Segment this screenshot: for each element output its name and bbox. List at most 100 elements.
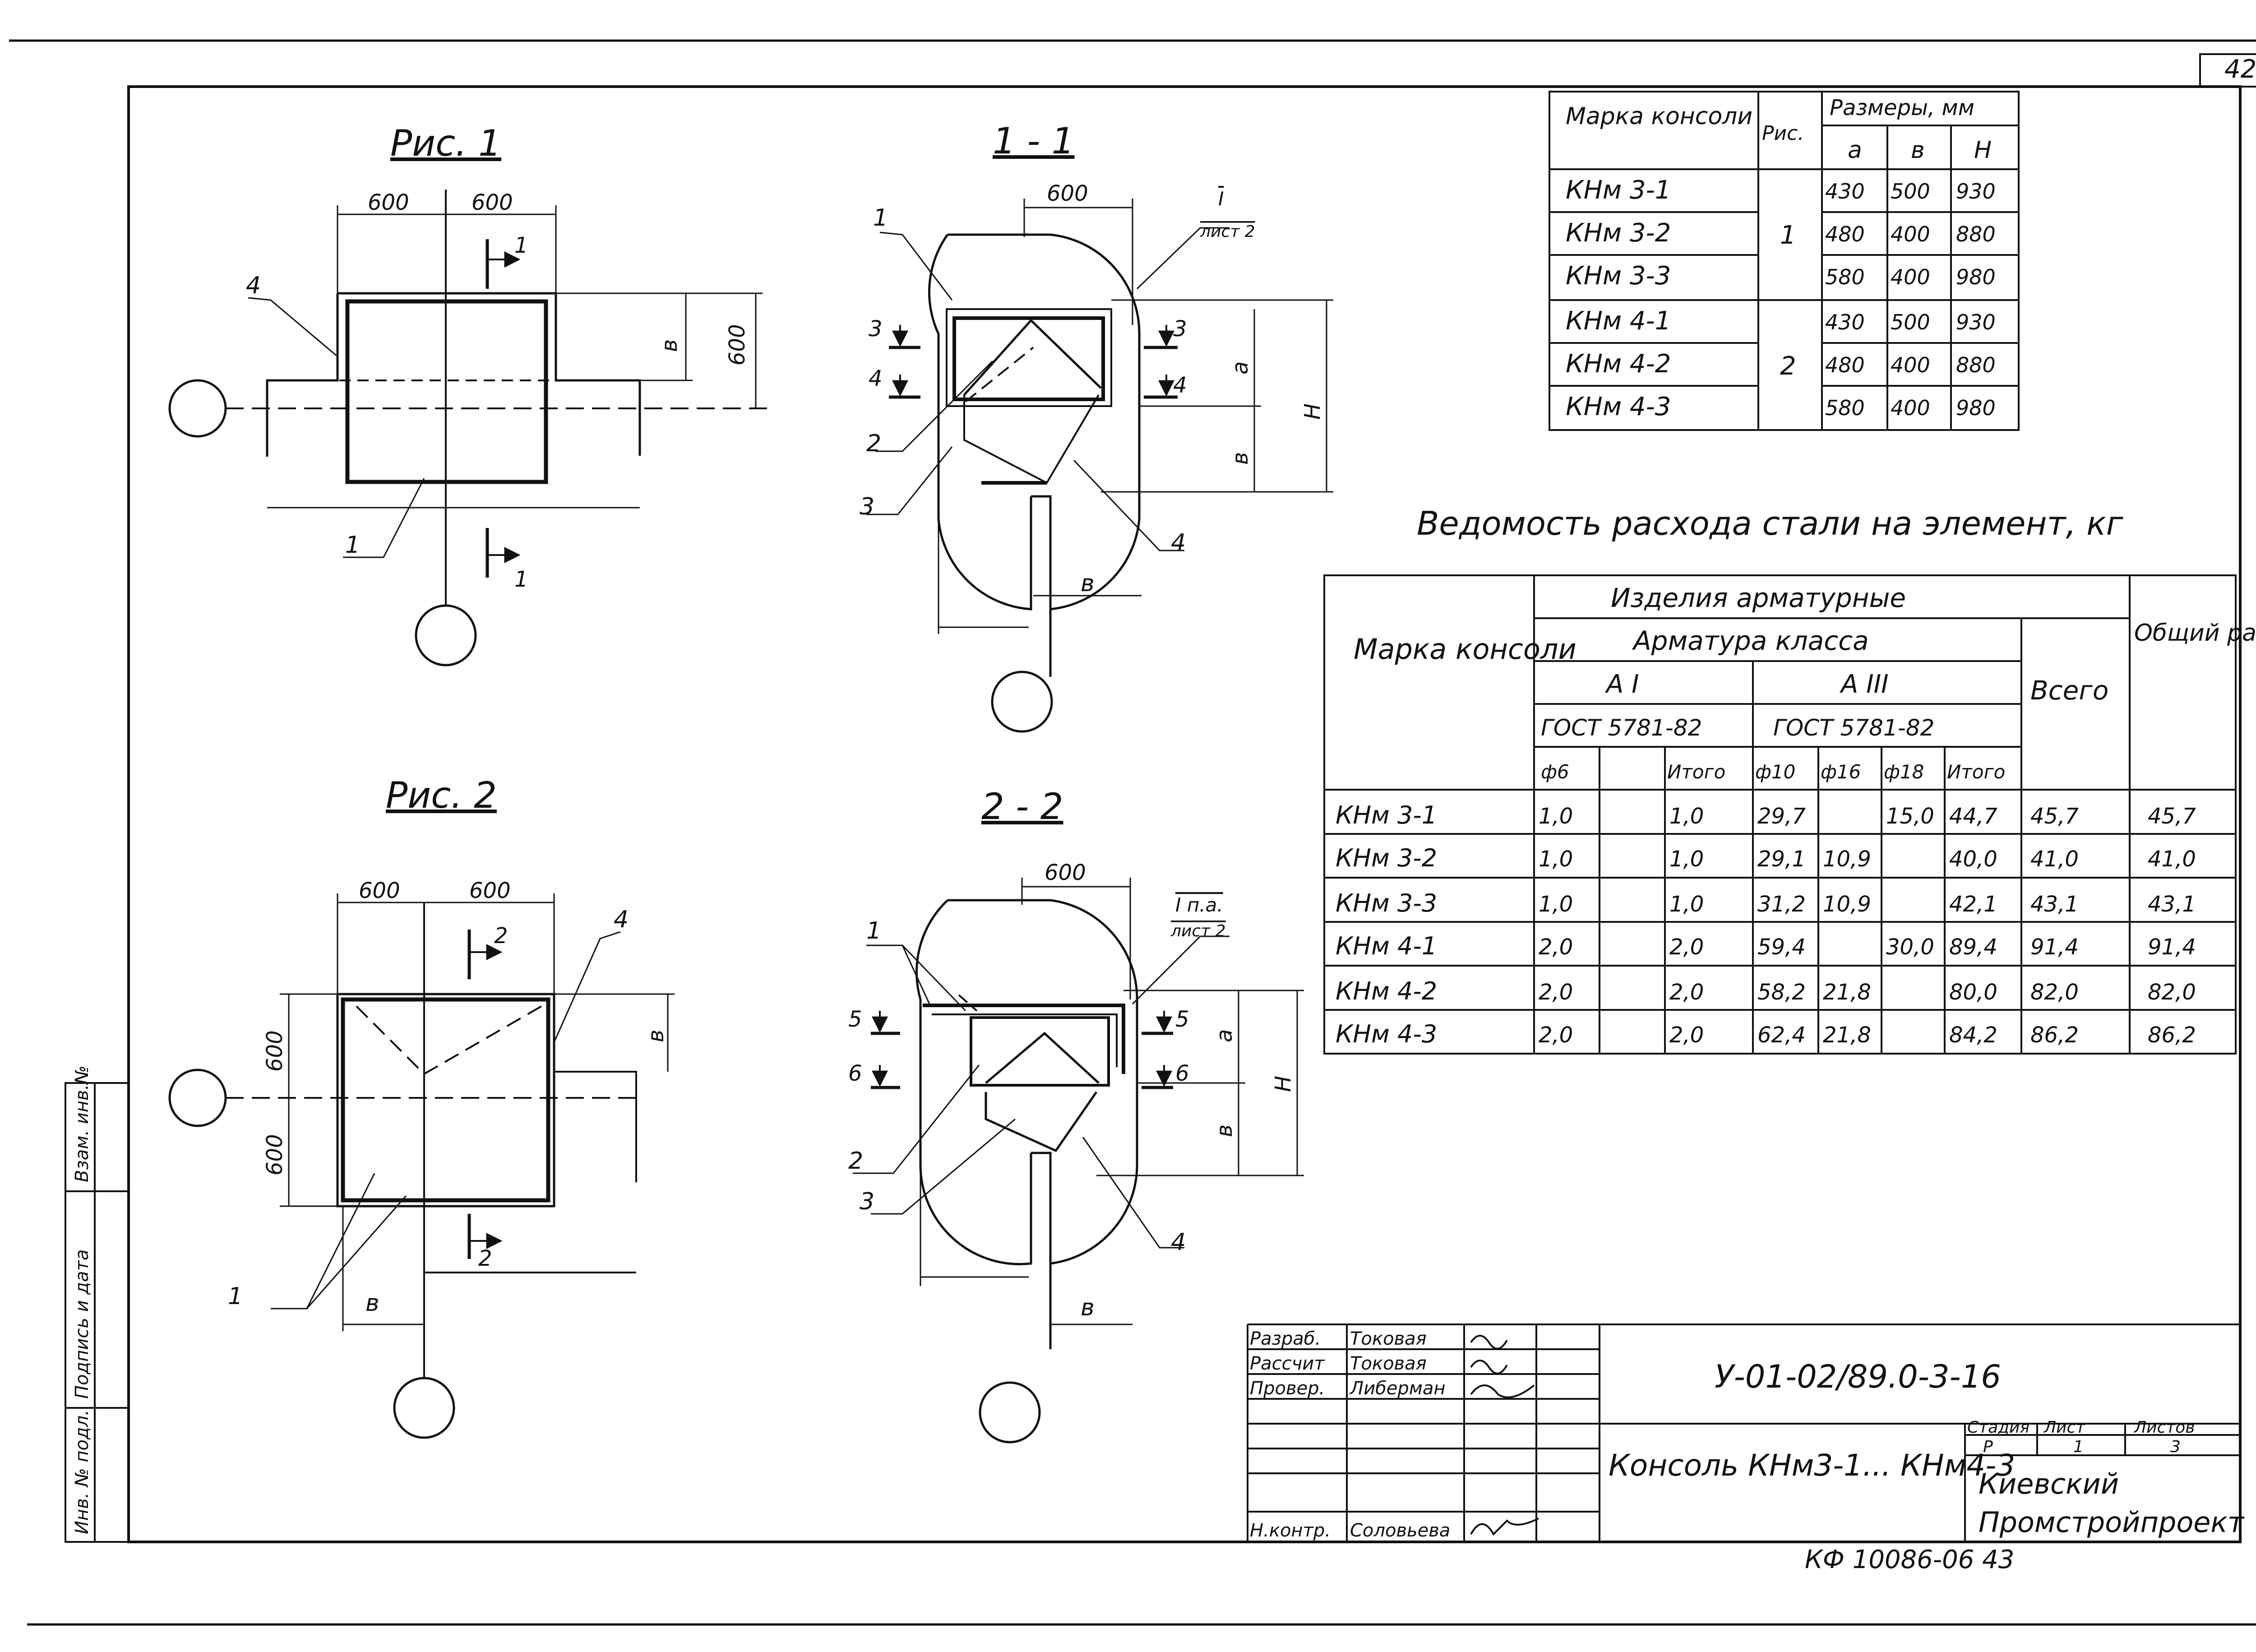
stamp-doc-code: У-01-02/89.0-3-16 xyxy=(1715,1358,2001,1395)
steel-table-cell: 43,1 xyxy=(2148,892,2196,917)
section-1-1-cut-left-bottom: 4 xyxy=(869,366,883,391)
steel-table-header-total: Всего xyxy=(2030,675,2108,706)
steel-table-caption: Ведомость расхода стали на элемент, кг xyxy=(1417,504,2124,542)
dims-table-cell-mark: КНм 4-3 xyxy=(1566,392,1671,421)
steel-table-cell: 44,7 xyxy=(1949,804,1997,829)
steel-table-subheader: ф18 xyxy=(1884,761,1924,783)
dims-table-cell-a: 480 xyxy=(1825,353,1865,377)
stamp-org-line1: Киевский xyxy=(1979,1467,2119,1500)
steel-table-cell: 91,4 xyxy=(2148,935,2196,960)
sheet-archive-number: КФ 10086-06 43 xyxy=(1805,1545,2014,1574)
steel-table-cell-mark: КНм 3-3 xyxy=(1336,889,1437,917)
steel-table-cell: 86,2 xyxy=(2030,1023,2079,1048)
stamp-role-developed: Разраб. xyxy=(1250,1328,1321,1349)
margin-label-signature: Подпись и дата xyxy=(72,1249,92,1399)
dims-table-cell-mark: КНм 4-2 xyxy=(1566,349,1671,379)
steel-table-cell: 42,1 xyxy=(1949,892,1997,917)
dims-table-header-fig: Рис. xyxy=(1762,122,1804,145)
steel-table-cell: 41,0 xyxy=(2030,847,2079,872)
steel-table-cell: 86,2 xyxy=(2148,1023,2196,1048)
steel-table-cell: 31,2 xyxy=(1757,892,1806,917)
fig2-callout-4: 4 xyxy=(614,906,629,933)
steel-table-cell: 58,2 xyxy=(1757,980,1806,1005)
steel-table-cell: 30,0 xyxy=(1886,935,1934,960)
section-2-2-title: 2 - 2 xyxy=(981,786,1063,828)
steel-table-cell: 89,4 xyxy=(1949,935,1997,960)
dims-table-cell-mark: КНм 3-1 xyxy=(1566,176,1671,205)
dims-table-cell-a: 580 xyxy=(1825,265,1865,289)
title-block: Разраб. Рассчит Провер. Н.контр. Токовая… xyxy=(1250,1328,2245,1541)
steel-table-cell: 1,0 xyxy=(1539,847,1573,872)
section-1-1-ref-sheet: лист 2 xyxy=(1200,222,1255,241)
steel-table-cell: 82,0 xyxy=(2148,980,2196,1005)
steel-table-cell: 40,0 xyxy=(1949,847,1997,872)
fig2-dim-left: 600 xyxy=(359,878,400,903)
steel-table-cell: 1,0 xyxy=(1669,804,1704,829)
section-2-2-callout-4: 4 xyxy=(1171,1229,1186,1256)
dims-table: Марка консоли Рис. Размеры, мм а в H КНм… xyxy=(1566,95,1996,421)
steel-table-cell: 84,2 xyxy=(1949,1023,1997,1048)
section-1-1-callout-2: 2 xyxy=(866,430,881,457)
steel-table-cell: 45,7 xyxy=(2148,804,2196,829)
stamp-name-developed: Токовая xyxy=(1350,1328,1427,1349)
steel-table-cell-mark: КНм 3-1 xyxy=(1336,801,1437,829)
dims-table-cell-H: 980 xyxy=(1956,396,1996,420)
dims-table-cell-mark: КНм 4-1 xyxy=(1566,306,1671,336)
dims-table-cell-b: 400 xyxy=(1891,222,1930,246)
fig1-dim-height: 600 xyxy=(725,324,750,366)
stamp-name-checked: Либерман xyxy=(1349,1378,1446,1399)
section-1-1 xyxy=(866,199,1333,733)
steel-table-cell: 2,0 xyxy=(1669,980,1704,1005)
section-2-2-callout-3: 3 xyxy=(860,1188,874,1215)
steel-table-header-mark: Марка консоли xyxy=(1354,633,1576,666)
steel-table-subheader: Итого xyxy=(1667,761,1725,783)
steel-table-cell: 1,0 xyxy=(1539,892,1573,917)
steel-table-cell: 43,1 xyxy=(2030,892,2079,917)
dims-table-cell-H: 880 xyxy=(1956,353,1996,377)
margin-label-replace: Взам. инв.№ xyxy=(72,1065,92,1182)
dims-table-header-b: в xyxy=(1911,137,1925,164)
steel-table-cell: 45,7 xyxy=(2030,804,2079,829)
page-corner-box xyxy=(2199,53,2256,88)
section-1-1-dim-b-bottom: в xyxy=(1081,570,1095,597)
dims-table-grid xyxy=(1549,91,2020,431)
steel-table-cell: 15,0 xyxy=(1886,804,1934,829)
steel-table-cell: 2,0 xyxy=(1539,935,1573,960)
section-2-2-ref-sheet: лист 2 xyxy=(1170,922,1226,940)
steel-table-header-gost1: ГОСТ 5781-82 xyxy=(1541,715,1702,741)
stamp-signatures xyxy=(1470,1335,1539,1536)
section-2-2-ref-node: I п.а. xyxy=(1175,894,1223,916)
section-2-2-cut-right-bottom: 6 xyxy=(1175,1061,1189,1086)
steel-table-header-a1: А I xyxy=(1605,670,1639,699)
section-1-1-cut-left-top: 3 xyxy=(869,316,883,342)
section-1-1-callout-1: 1 xyxy=(873,204,888,231)
stamp-title: Консоль КНм3-1... КНм4-3 xyxy=(1609,1448,2015,1483)
dims-table-cell-fig-group2: 2 xyxy=(1780,352,1796,381)
steel-table-header-class: Арматура класса xyxy=(1632,625,1869,656)
section-1-1-callout-3: 3 xyxy=(860,493,874,520)
fig1-section-mark-bottom: 1 xyxy=(514,567,528,592)
steel-table-header-items: Изделия арматурные xyxy=(1611,583,1906,613)
section-1-1-cut-right-top: 3 xyxy=(1173,316,1187,342)
steel-table-header-gost2: ГОСТ 5781-82 xyxy=(1773,715,1934,741)
steel-table-subheader: ф6 xyxy=(1541,761,1569,783)
steel-table-cell: 1,0 xyxy=(1669,847,1704,872)
steel-table-cell: 2,0 xyxy=(1669,1023,1704,1048)
section-2-2 xyxy=(853,878,1304,1444)
steel-table-subheader: ф16 xyxy=(1821,761,1861,783)
dims-table-cell-H: 930 xyxy=(1956,179,1996,204)
steel-table-cell: 1,0 xyxy=(1539,804,1573,829)
dims-table-cell-H: 930 xyxy=(1956,310,1996,334)
dims-table-cell-a: 480 xyxy=(1825,222,1865,246)
stamp-role-norm-control: Н.контр. xyxy=(1250,1520,1331,1541)
stamp-stage-header: Стадия xyxy=(1967,1418,2029,1437)
steel-table-cell-mark: КНм 4-1 xyxy=(1336,932,1437,960)
fig2-plan xyxy=(168,893,675,1439)
fig2-dim-b-bottom: в xyxy=(365,1290,379,1317)
stamp-sheet-header: Лист xyxy=(2043,1418,2085,1437)
dims-table-cell-fig-group1: 1 xyxy=(1780,221,1796,250)
dims-table-cell-mark: КНм 3-3 xyxy=(1566,261,1671,291)
steel-table-cell-mark: КНм 4-2 xyxy=(1336,977,1437,1005)
